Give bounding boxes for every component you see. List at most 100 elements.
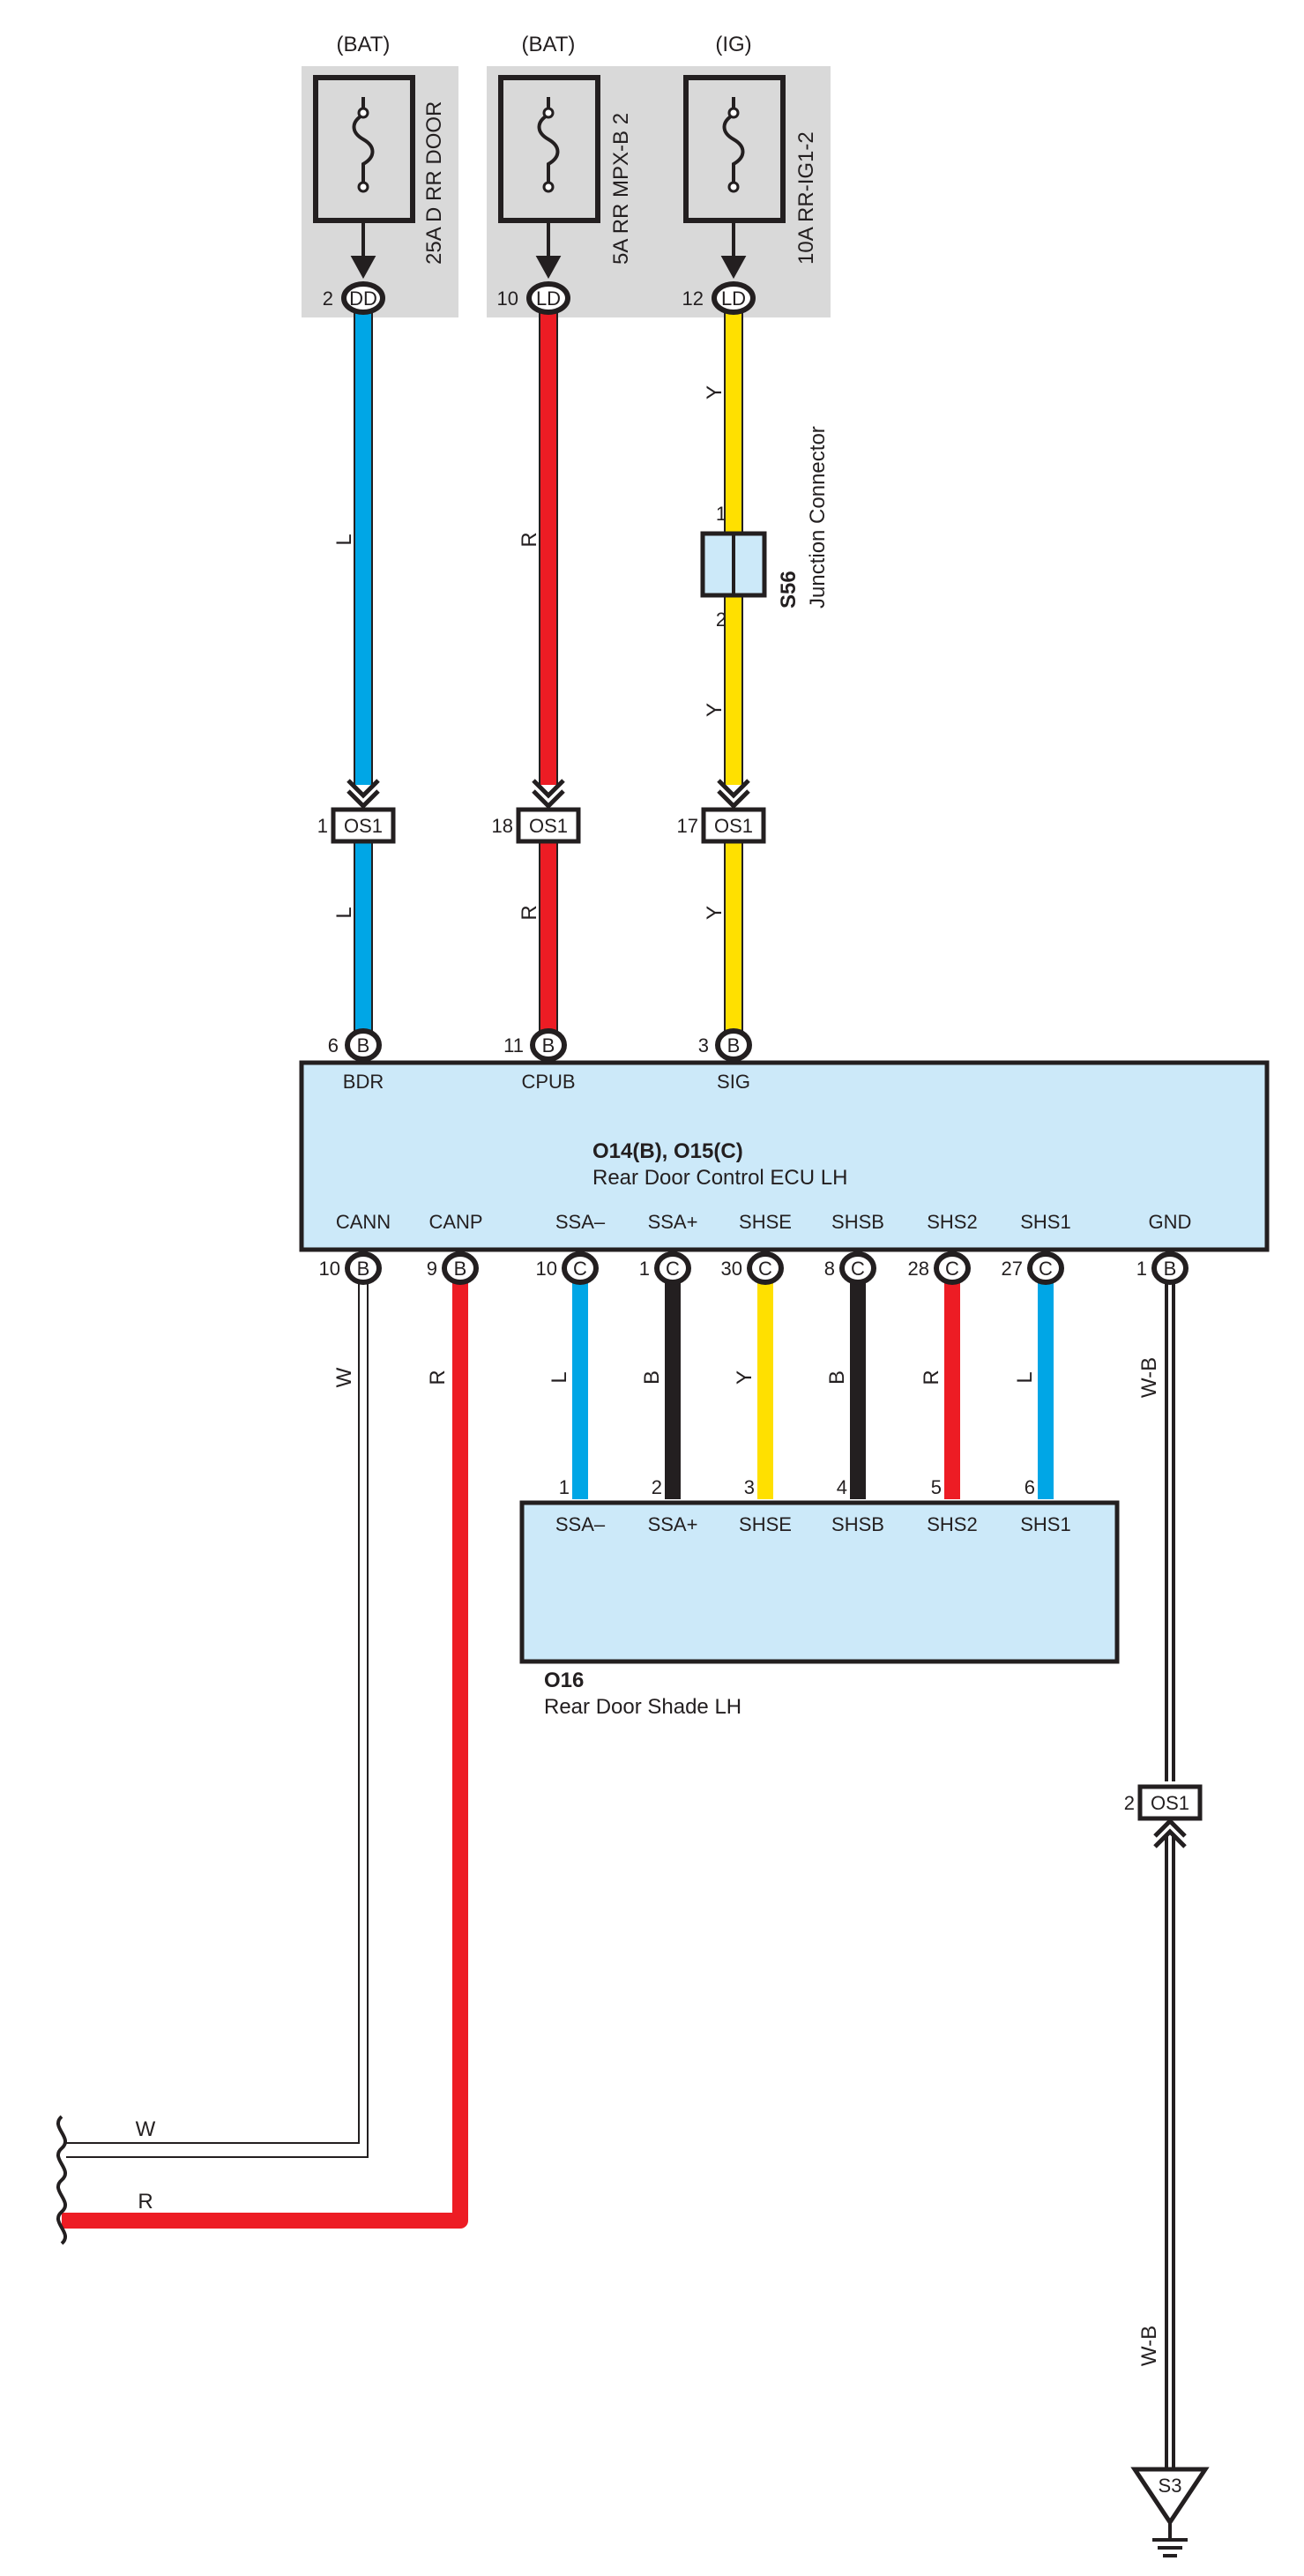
shade-pin-2-num: 2 <box>652 1476 662 1498</box>
os1-b-code: OS1 <box>529 815 568 837</box>
fuse-1-name: 25A D RR DOOR <box>422 101 446 265</box>
lower-wire-outlines <box>354 838 743 1036</box>
os1-gnd-code: OS1 <box>1151 1792 1189 1814</box>
wire-label-shse: Y <box>733 1370 756 1385</box>
fuse-3-source: (IG) <box>715 33 751 56</box>
junction-pin-bottom: 2 <box>716 609 727 631</box>
ecu-bot-num-6: 8 <box>824 1258 835 1280</box>
ecu-term-shse: SHSE <box>739 1211 792 1233</box>
shade-box <box>519 1500 1120 1664</box>
fuse-1-source: (BAT) <box>337 33 391 56</box>
ground-icon <box>1152 2522 1188 2557</box>
wire-label-gnd-bottom: W-B <box>1137 2326 1161 2366</box>
shade-pin-3-num: 3 <box>744 1476 755 1498</box>
wire-label-r-upper: R <box>518 532 541 547</box>
fuse-3-name: 10A RR-IG1-2 <box>794 131 818 265</box>
ecu-bot-num-7: 28 <box>908 1258 929 1280</box>
fuse-2-name: 5A RR MPX-B 2 <box>609 113 633 265</box>
wire-label-r-lower: R <box>518 905 541 920</box>
ecu-top-pin-1-conn: B <box>357 1034 370 1057</box>
ecu-term-ssa-minus: SSA– <box>555 1211 606 1233</box>
os1-c-pin: 17 <box>677 815 698 837</box>
fuse-leads <box>350 220 747 280</box>
ecu-bot-num-3: 10 <box>536 1258 557 1280</box>
junction-code: S56 <box>777 571 801 609</box>
ecu-bot-conn-6: C <box>851 1258 865 1280</box>
fuse-connectors <box>341 281 756 315</box>
ecu-bot-conn-5: C <box>758 1258 772 1280</box>
shade-pin-6-term: SHS1 <box>1020 1513 1070 1535</box>
inline-chevrons <box>346 779 750 810</box>
ecu-bot-num-5: 30 <box>721 1258 742 1280</box>
ecu-top-pin-2-num: 11 <box>503 1034 524 1057</box>
ecu-bot-conn-8: C <box>1039 1258 1053 1280</box>
ecu-top-pin-circles <box>345 1028 752 1062</box>
ecu-top-pin-1-term: BDR <box>343 1071 384 1093</box>
fuse-1-pin: 2 <box>323 287 333 310</box>
ecu-bot-num-1: 10 <box>319 1258 340 1280</box>
shade-pin-5-num: 5 <box>931 1476 942 1498</box>
ecu-term-ssa-plus: SSA+ <box>648 1211 698 1233</box>
fuse-2-source: (BAT) <box>522 33 576 56</box>
junction-name: Junction Connector <box>806 426 830 609</box>
ecu-bot-conn-7: C <box>945 1258 959 1280</box>
wire-r-canp <box>62 1279 468 2229</box>
os1-b-pin: 18 <box>492 815 513 837</box>
wire-w-cann <box>66 1279 369 2158</box>
wire-label-ssa-plus: B <box>640 1370 664 1385</box>
ecu-bot-num-8: 27 <box>1002 1258 1023 1280</box>
ecu-bot-conn-2: B <box>454 1258 467 1280</box>
ecu-top-pin-1-num: 6 <box>328 1034 339 1057</box>
fuse-2-connector-code: LD <box>536 287 561 310</box>
shade-pin-5-term: SHS2 <box>927 1513 977 1535</box>
shade-pin-1-term: SSA– <box>555 1513 606 1535</box>
ecu-box <box>299 1060 1270 1252</box>
wire-label-y-upper: Y <box>703 385 727 399</box>
wire-label-shs1: L <box>1013 1371 1037 1383</box>
fuse-block-2-background <box>487 66 831 317</box>
wire-label-y-lower: Y <box>703 906 727 920</box>
os1-gnd-pin: 2 <box>1124 1792 1135 1814</box>
shade-pin-6-num: 6 <box>1025 1476 1035 1498</box>
fuse-2-pin: 10 <box>497 287 518 310</box>
ecu-bot-conn-4: C <box>666 1258 680 1280</box>
junction-pin-top: 1 <box>716 503 727 525</box>
wire-label-ssa-minus: L <box>548 1371 571 1383</box>
fuse-3-pin: 12 <box>682 287 704 310</box>
ecu-name: Rear Door Control ECU LH <box>592 1166 847 1190</box>
os1-a-code: OS1 <box>344 815 383 837</box>
shade-pin-3-term: SHSE <box>739 1513 792 1535</box>
ground-s3-code: S3 <box>1159 2475 1182 2497</box>
ecu-term-cann: CANN <box>336 1211 391 1233</box>
inline-os1-boxes <box>331 807 766 844</box>
ecu-term-shsb: SHSB <box>831 1211 884 1233</box>
shade-pin-2-term: SSA+ <box>648 1513 698 1535</box>
ecu-title: O14(B), O15(C) <box>592 1139 743 1163</box>
ecu-term-shs2: SHS2 <box>927 1211 977 1233</box>
ecu-term-gnd: GND <box>1149 1211 1192 1233</box>
shade-pin-1-num: 1 <box>559 1476 570 1498</box>
ecu-top-pin-3-conn: B <box>727 1034 741 1057</box>
bus-label-r: R <box>138 2190 153 2214</box>
ecu-top-pin-3-term: SIG <box>717 1071 750 1093</box>
ecu-bot-conn-9: B <box>1164 1258 1177 1280</box>
ecu-term-shs1: SHS1 <box>1020 1211 1070 1233</box>
os1-c-code: OS1 <box>714 815 753 837</box>
fuse-1-connector-code: DD <box>349 287 377 310</box>
ecu-top-pin-3-num: 3 <box>698 1034 709 1057</box>
wire-label-shsb: B <box>825 1370 849 1385</box>
os1-a-pin: 1 <box>317 815 328 837</box>
wire-label-canp: R <box>426 1370 450 1385</box>
ecu-bottom-pin-circles <box>345 1251 1189 1285</box>
bus-break-marks <box>56 2115 67 2245</box>
wire-label-cann: W <box>332 1367 356 1387</box>
wire-label-l-upper: L <box>332 534 356 545</box>
fuse-3-connector-code: LD <box>721 287 746 310</box>
ecu-bot-conn-1: B <box>357 1258 370 1280</box>
shade-name: Rear Door Shade LH <box>544 1695 741 1719</box>
os1-gnd-chevrons <box>1153 1818 1187 1848</box>
wire-label-gnd-top: W-B <box>1137 1357 1161 1398</box>
wire-label-shs2: R <box>920 1370 943 1385</box>
wire-label-y-mid: Y <box>703 703 727 717</box>
